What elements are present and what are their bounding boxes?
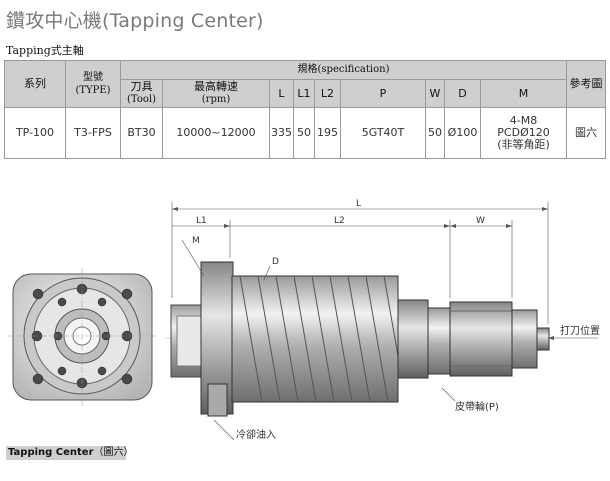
cell-speed: 10000~12000 bbox=[162, 107, 270, 159]
label-strike-position: 打刀位置 bbox=[560, 324, 600, 337]
spindle-drawing: L L1 L2 W M D 打刀位置 皮帶輪(P) 冷卻油入 bbox=[8, 199, 600, 441]
drawing-labels: L L1 L2 W M D 打刀位置 皮帶輪(P) 冷卻油入 bbox=[192, 199, 600, 441]
header-speed: 最高轉速(rpm) bbox=[162, 79, 270, 108]
caption-rest: （圖六） bbox=[93, 447, 134, 458]
header-speed-cn: 最高轉速 bbox=[194, 80, 238, 93]
cell-W: 50 bbox=[425, 107, 445, 159]
thread-lines bbox=[239, 275, 399, 403]
cell-L1: 50 bbox=[293, 107, 315, 159]
header-type-en: (TYPE) bbox=[75, 85, 111, 96]
header-tool-cn: 刀具 bbox=[130, 80, 153, 93]
cell-D: Ø100 bbox=[444, 107, 481, 159]
cell-ref: 圖六 bbox=[566, 107, 607, 159]
dim-L2-label: L2 bbox=[334, 216, 345, 226]
dimension-lines bbox=[171, 202, 598, 441]
dim-L1-label: L1 bbox=[196, 216, 207, 226]
label-coolant-in: 冷卻油入 bbox=[236, 428, 276, 441]
cell-type: T3-FPS bbox=[65, 107, 121, 159]
dim-L-label: L bbox=[356, 199, 361, 209]
header-spec: 規格(specification) bbox=[119, 60, 568, 80]
header-tool: 刀具(Tool) bbox=[120, 79, 163, 108]
spec-table: 系列 型號 (TYPE) 規格(specification) 參考圖 刀具(Too… bbox=[4, 60, 607, 159]
header-type-cn: 型號 bbox=[83, 72, 103, 83]
header-ref: 參考圖 bbox=[566, 60, 607, 108]
end-view bbox=[8, 268, 156, 406]
header-L: L bbox=[269, 79, 294, 108]
cell-L: 335 bbox=[269, 107, 294, 159]
cell-tool: BT30 bbox=[120, 107, 163, 159]
header-L2: L2 bbox=[314, 79, 341, 108]
label-M: M bbox=[192, 236, 200, 246]
header-M: M bbox=[479, 79, 568, 108]
arrow-heads bbox=[172, 207, 554, 340]
header-D: D bbox=[444, 79, 481, 108]
label-D: D bbox=[272, 257, 279, 267]
cell-series: TP-100 bbox=[4, 107, 66, 159]
header-speed-en: (rpm) bbox=[201, 94, 231, 105]
header-tool-en: (Tool) bbox=[127, 94, 156, 105]
header-P: P bbox=[340, 79, 426, 108]
header-series: 系列 bbox=[4, 60, 66, 108]
table-row: TP-100 T3-FPS BT30 10000~12000 335 50 19… bbox=[4, 107, 607, 159]
section-subtitle: Tapping式主軸 bbox=[6, 44, 84, 57]
cell-M-line2: PCDØ120 bbox=[497, 126, 550, 139]
cell-M-line3: (非等角距) bbox=[497, 138, 550, 151]
cell-M-line1: 4-M8 bbox=[509, 114, 538, 127]
cell-L2: 195 bbox=[314, 107, 341, 159]
label-pulley: 皮帶輪(P) bbox=[455, 400, 499, 413]
header-L1: L1 bbox=[293, 79, 315, 108]
caption-bold: Tapping Center bbox=[8, 447, 94, 458]
cell-P: 5GT40T bbox=[340, 107, 426, 159]
figure-caption: Tapping Center（圖六） bbox=[6, 446, 134, 460]
header-type: 型號 (TYPE) bbox=[65, 60, 121, 108]
page-title: 鑽攻中心機(Tapping Center) bbox=[6, 10, 264, 32]
side-view bbox=[165, 261, 550, 417]
dim-W-label: W bbox=[476, 216, 485, 226]
header-W: W bbox=[425, 79, 445, 108]
